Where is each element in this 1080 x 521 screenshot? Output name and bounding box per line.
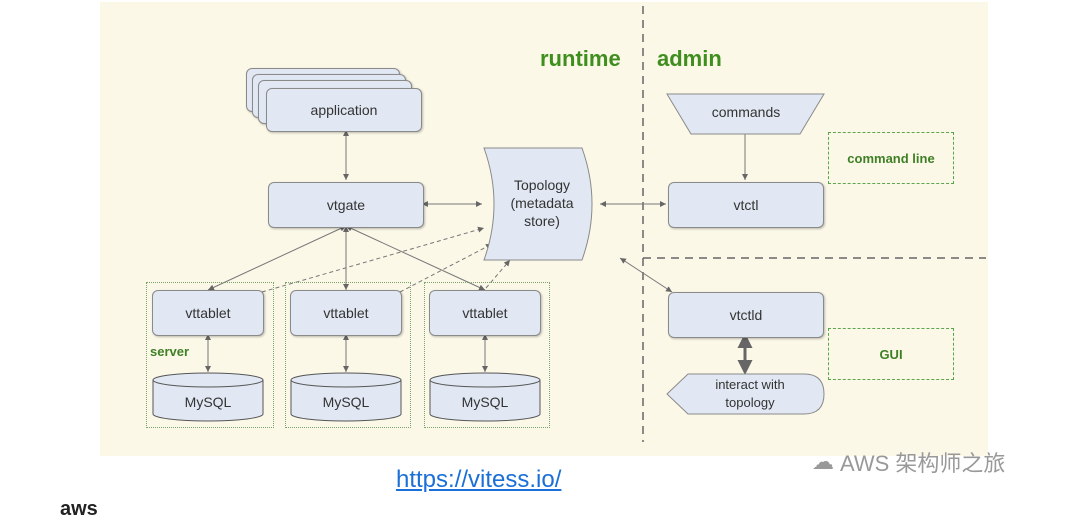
topology-node-shape (483, 147, 593, 261)
topology-line-3: store) (524, 213, 560, 229)
dashed-vttablet-1-topology (261, 226, 485, 293)
vtctld-node: vtctld (668, 292, 824, 338)
dashed-vttablet-2-topology (399, 243, 493, 293)
commands-node: commands (711, 104, 781, 120)
vitess-link[interactable]: https://vitess.io/ (396, 466, 562, 493)
server-group-2 (285, 282, 411, 428)
server-group-1 (146, 282, 274, 428)
interact-node: interact with topology (680, 376, 820, 412)
admin-heading: admin (657, 46, 722, 71)
arrow-topology-vtctld (619, 257, 673, 293)
architecture-diagram: runtime admin application vtgate Topolog… (100, 2, 988, 456)
topology-node: Topology (metadata store) (498, 176, 586, 230)
dashed-vttablet-3-topology (485, 259, 511, 289)
server-label: server (150, 344, 190, 359)
watermark: ☁ AWS 架构师之旅 (812, 446, 1005, 478)
vttablet-node-3: vttablet (429, 290, 541, 336)
mysql-db-1: MySQL (152, 372, 264, 422)
topology-line-1: Topology (513, 177, 571, 193)
mysql-db-2: MySQL (290, 372, 402, 422)
mysql-db-3: MySQL (429, 372, 541, 422)
gui-label: GUI (828, 328, 954, 380)
commands-trapezoid (666, 93, 825, 135)
topology-line-2: (metadata (510, 195, 574, 211)
wechat-icon: ☁ (812, 449, 834, 474)
interact-display-shape (666, 373, 825, 415)
interact-line-2: topology (725, 395, 775, 410)
arrow-vtgate-vttablet-3 (345, 225, 486, 291)
interact-line-1: interact with (715, 377, 785, 392)
server-group-3 (424, 282, 550, 428)
vttablet-node-2: vttablet (290, 290, 402, 336)
mysql-label-1: MySQL (184, 394, 232, 410)
vtgate-node: vtgate (268, 182, 424, 228)
vtctl-node: vtctl (668, 182, 824, 228)
mysql-label-2: MySQL (322, 394, 370, 410)
connector-lines (205, 6, 986, 442)
command-line-label: command line (828, 132, 954, 184)
arrow-vtgate-vttablet-1 (207, 225, 347, 291)
vttablet-node-1: vttablet (152, 290, 264, 336)
application-node: application (266, 88, 422, 132)
aws-logo: aws (60, 498, 98, 520)
runtime-heading: runtime (540, 46, 621, 71)
mysql-label-3: MySQL (461, 394, 509, 410)
watermark-text: AWS 架构师之旅 (840, 451, 1006, 476)
